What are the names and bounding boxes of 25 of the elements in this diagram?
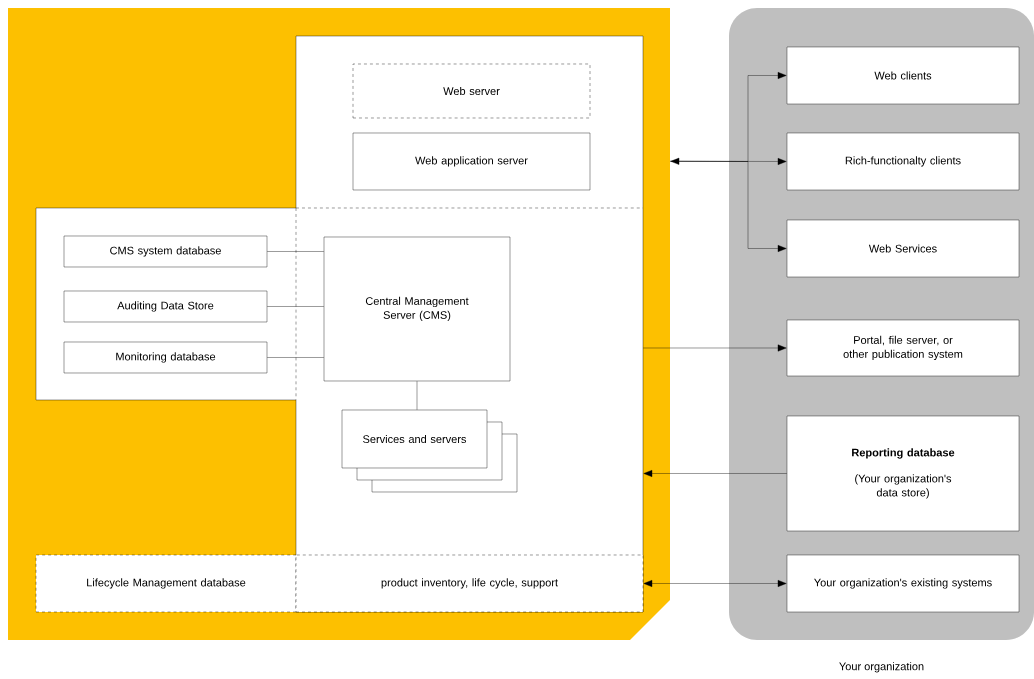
arrow	[670, 157, 787, 165]
connector-line	[416, 381, 418, 410]
stacked-boxes: Services and servers	[341, 409, 518, 493]
dashed-box: Web server	[352, 63, 591, 119]
process-box: Auditing Data Store	[63, 290, 268, 323]
process-box: Portal, file server, or other publication system	[786, 319, 1020, 377]
process-box: Web Services	[786, 219, 1020, 278]
arrow	[643, 344, 787, 352]
server-box: Central Management Server (CMS)	[323, 236, 511, 382]
connector-line	[267, 251, 324, 252]
arrow	[643, 470, 787, 477]
connector-line	[267, 306, 324, 307]
arrow	[670, 161, 787, 252]
process-box: Reporting database (Your organization's data store)	[786, 415, 1020, 532]
process-box: CMS system database	[63, 235, 268, 268]
process-box: Rich-functionalty clients	[786, 132, 1020, 191]
arrow	[643, 580, 787, 587]
process-box: Web clients	[786, 46, 1020, 105]
connector-line	[267, 357, 324, 358]
process-box: Monitoring database	[63, 341, 268, 374]
dashed-box: Lifecycle Management database	[35, 554, 297, 613]
process-box: Web application server	[352, 132, 591, 191]
node-label: Your organization	[839, 662, 924, 673]
dashed-box: product inventory, life cycle, support	[295, 554, 644, 613]
process-box: Your organization's existing systems	[786, 554, 1020, 613]
